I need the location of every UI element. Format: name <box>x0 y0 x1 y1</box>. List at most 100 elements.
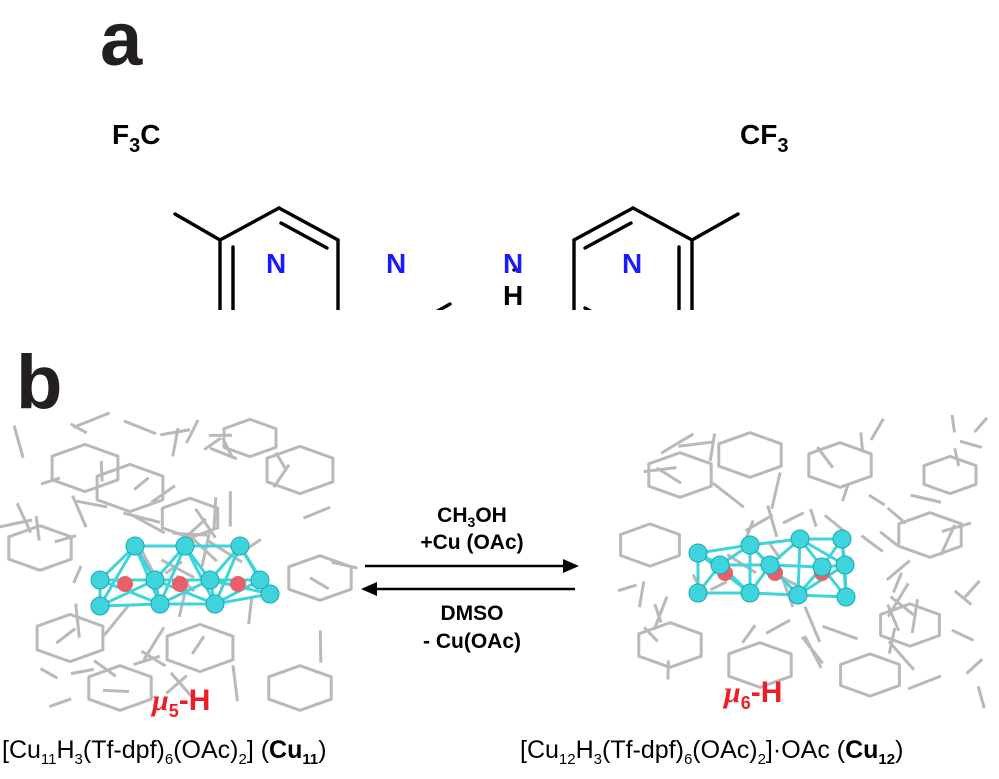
ligand-bond <box>164 560 183 575</box>
ligand-bond <box>660 432 695 455</box>
ligand-bond <box>203 436 222 451</box>
copper-atom <box>250 570 270 590</box>
ligand-bond <box>54 534 77 544</box>
copper-atom <box>90 570 110 590</box>
ligand-bond <box>800 635 824 665</box>
ligand-bond <box>809 508 818 528</box>
ligand-bond <box>841 482 850 502</box>
ligand-bond <box>140 649 167 668</box>
bond <box>218 206 281 242</box>
ligand-bond <box>272 463 291 489</box>
bond <box>173 212 222 242</box>
ligand-bond <box>274 451 287 469</box>
copper-atom <box>836 587 856 607</box>
ligand-bond <box>190 635 206 655</box>
amine-n: N <box>503 248 523 279</box>
copper-atom <box>835 555 855 575</box>
copper-atom <box>230 536 250 556</box>
ligand-bond <box>741 624 757 644</box>
ligand-bond <box>907 674 942 691</box>
ligand-bond <box>910 599 919 634</box>
ligand-bond <box>860 534 884 553</box>
panel-label-a: a <box>100 0 143 82</box>
ligand-bond <box>885 559 911 581</box>
cu11-formula: [Cu11H3(Tf-dpf)6(OAc)2] (Cu11) <box>2 736 327 768</box>
reverse-arrowhead <box>361 582 377 596</box>
hydride-atom <box>117 576 133 592</box>
ligand-ring <box>35 612 105 664</box>
cu-cu-bond <box>99 602 161 608</box>
ligand-bond <box>953 589 973 606</box>
ligand-bond <box>165 674 188 695</box>
cf3-left-label: F3C <box>112 119 160 157</box>
bond <box>690 212 740 242</box>
ligand-bond <box>99 460 104 482</box>
ligand-ring <box>897 511 963 559</box>
ligand-bond <box>102 688 129 694</box>
ligand-bond <box>886 603 901 632</box>
pyridine-n-right: N <box>622 248 642 279</box>
ligand-bond <box>653 603 663 623</box>
ligand-ring <box>267 664 333 712</box>
ligand-bond <box>708 433 717 462</box>
copper-atom <box>688 583 708 603</box>
forward-condition-reagent: +Cu (OAc) <box>420 531 524 554</box>
ligand-bond <box>643 466 677 474</box>
ligand-ring <box>637 621 703 669</box>
hydride-atom <box>230 576 246 592</box>
ligand-bond <box>859 432 865 453</box>
ligand-bond <box>15 502 33 534</box>
ligand-bond <box>951 628 975 642</box>
ligand-bond <box>160 428 191 437</box>
pyridine-n-left: N <box>266 248 286 279</box>
ligand-bond <box>142 626 166 661</box>
ligand-bond <box>953 447 961 467</box>
mu6-hydride-label: μ6-H <box>724 676 783 713</box>
copper-atom <box>175 536 195 556</box>
ligand-bond <box>886 582 910 618</box>
ligand-ring <box>619 522 681 568</box>
forward-arrowhead <box>563 559 579 573</box>
cu-cu-bond <box>98 545 137 607</box>
ligand-bond <box>12 425 25 459</box>
copper-atom <box>90 596 110 616</box>
cf3-right-label: CF3 <box>740 119 788 157</box>
hydride-atom <box>172 576 188 592</box>
ligand-bond <box>0 518 33 529</box>
ligand-bond <box>71 495 88 528</box>
ligand-bond <box>318 630 323 663</box>
ligand-bond <box>133 654 161 667</box>
ligand-ring <box>7 524 73 572</box>
ligand-bond <box>910 493 942 504</box>
bond <box>631 206 694 242</box>
cu-cu-bond <box>99 578 156 608</box>
ligand-bond <box>74 603 81 638</box>
copper-atom <box>125 536 145 556</box>
copper-atom <box>710 555 730 575</box>
ligand-bond <box>55 627 77 645</box>
ligand-bond <box>709 580 728 592</box>
ligand-bond <box>803 605 822 643</box>
ligand-bond <box>247 598 254 625</box>
ligand-bond <box>309 576 330 591</box>
ligand-bond <box>711 481 745 509</box>
ligand-bond <box>70 667 95 676</box>
reverse-condition-solvent: DMSO <box>440 602 504 625</box>
copper-atom <box>812 557 832 577</box>
cu-cu-bond <box>183 545 217 605</box>
ligand-bond <box>40 476 61 486</box>
copper-atom <box>832 529 852 549</box>
cu12-formula: [Cu12H3(Tf-dpf)6(OAc)2]·OAc (Cu12) <box>520 736 904 768</box>
ligand-ring <box>807 441 873 489</box>
ligand-bond <box>39 667 59 680</box>
equilibrium-arrows <box>361 559 579 596</box>
bond <box>572 206 635 242</box>
copper-atom <box>200 570 220 590</box>
ligand-bond <box>140 550 155 574</box>
ligand-bond <box>76 499 108 509</box>
ligand-bond <box>868 493 886 507</box>
mu5-hydride-label: μ5-H <box>152 684 211 721</box>
bond <box>435 302 452 310</box>
ligand-ring <box>839 652 901 698</box>
ligand-ring <box>222 417 278 459</box>
